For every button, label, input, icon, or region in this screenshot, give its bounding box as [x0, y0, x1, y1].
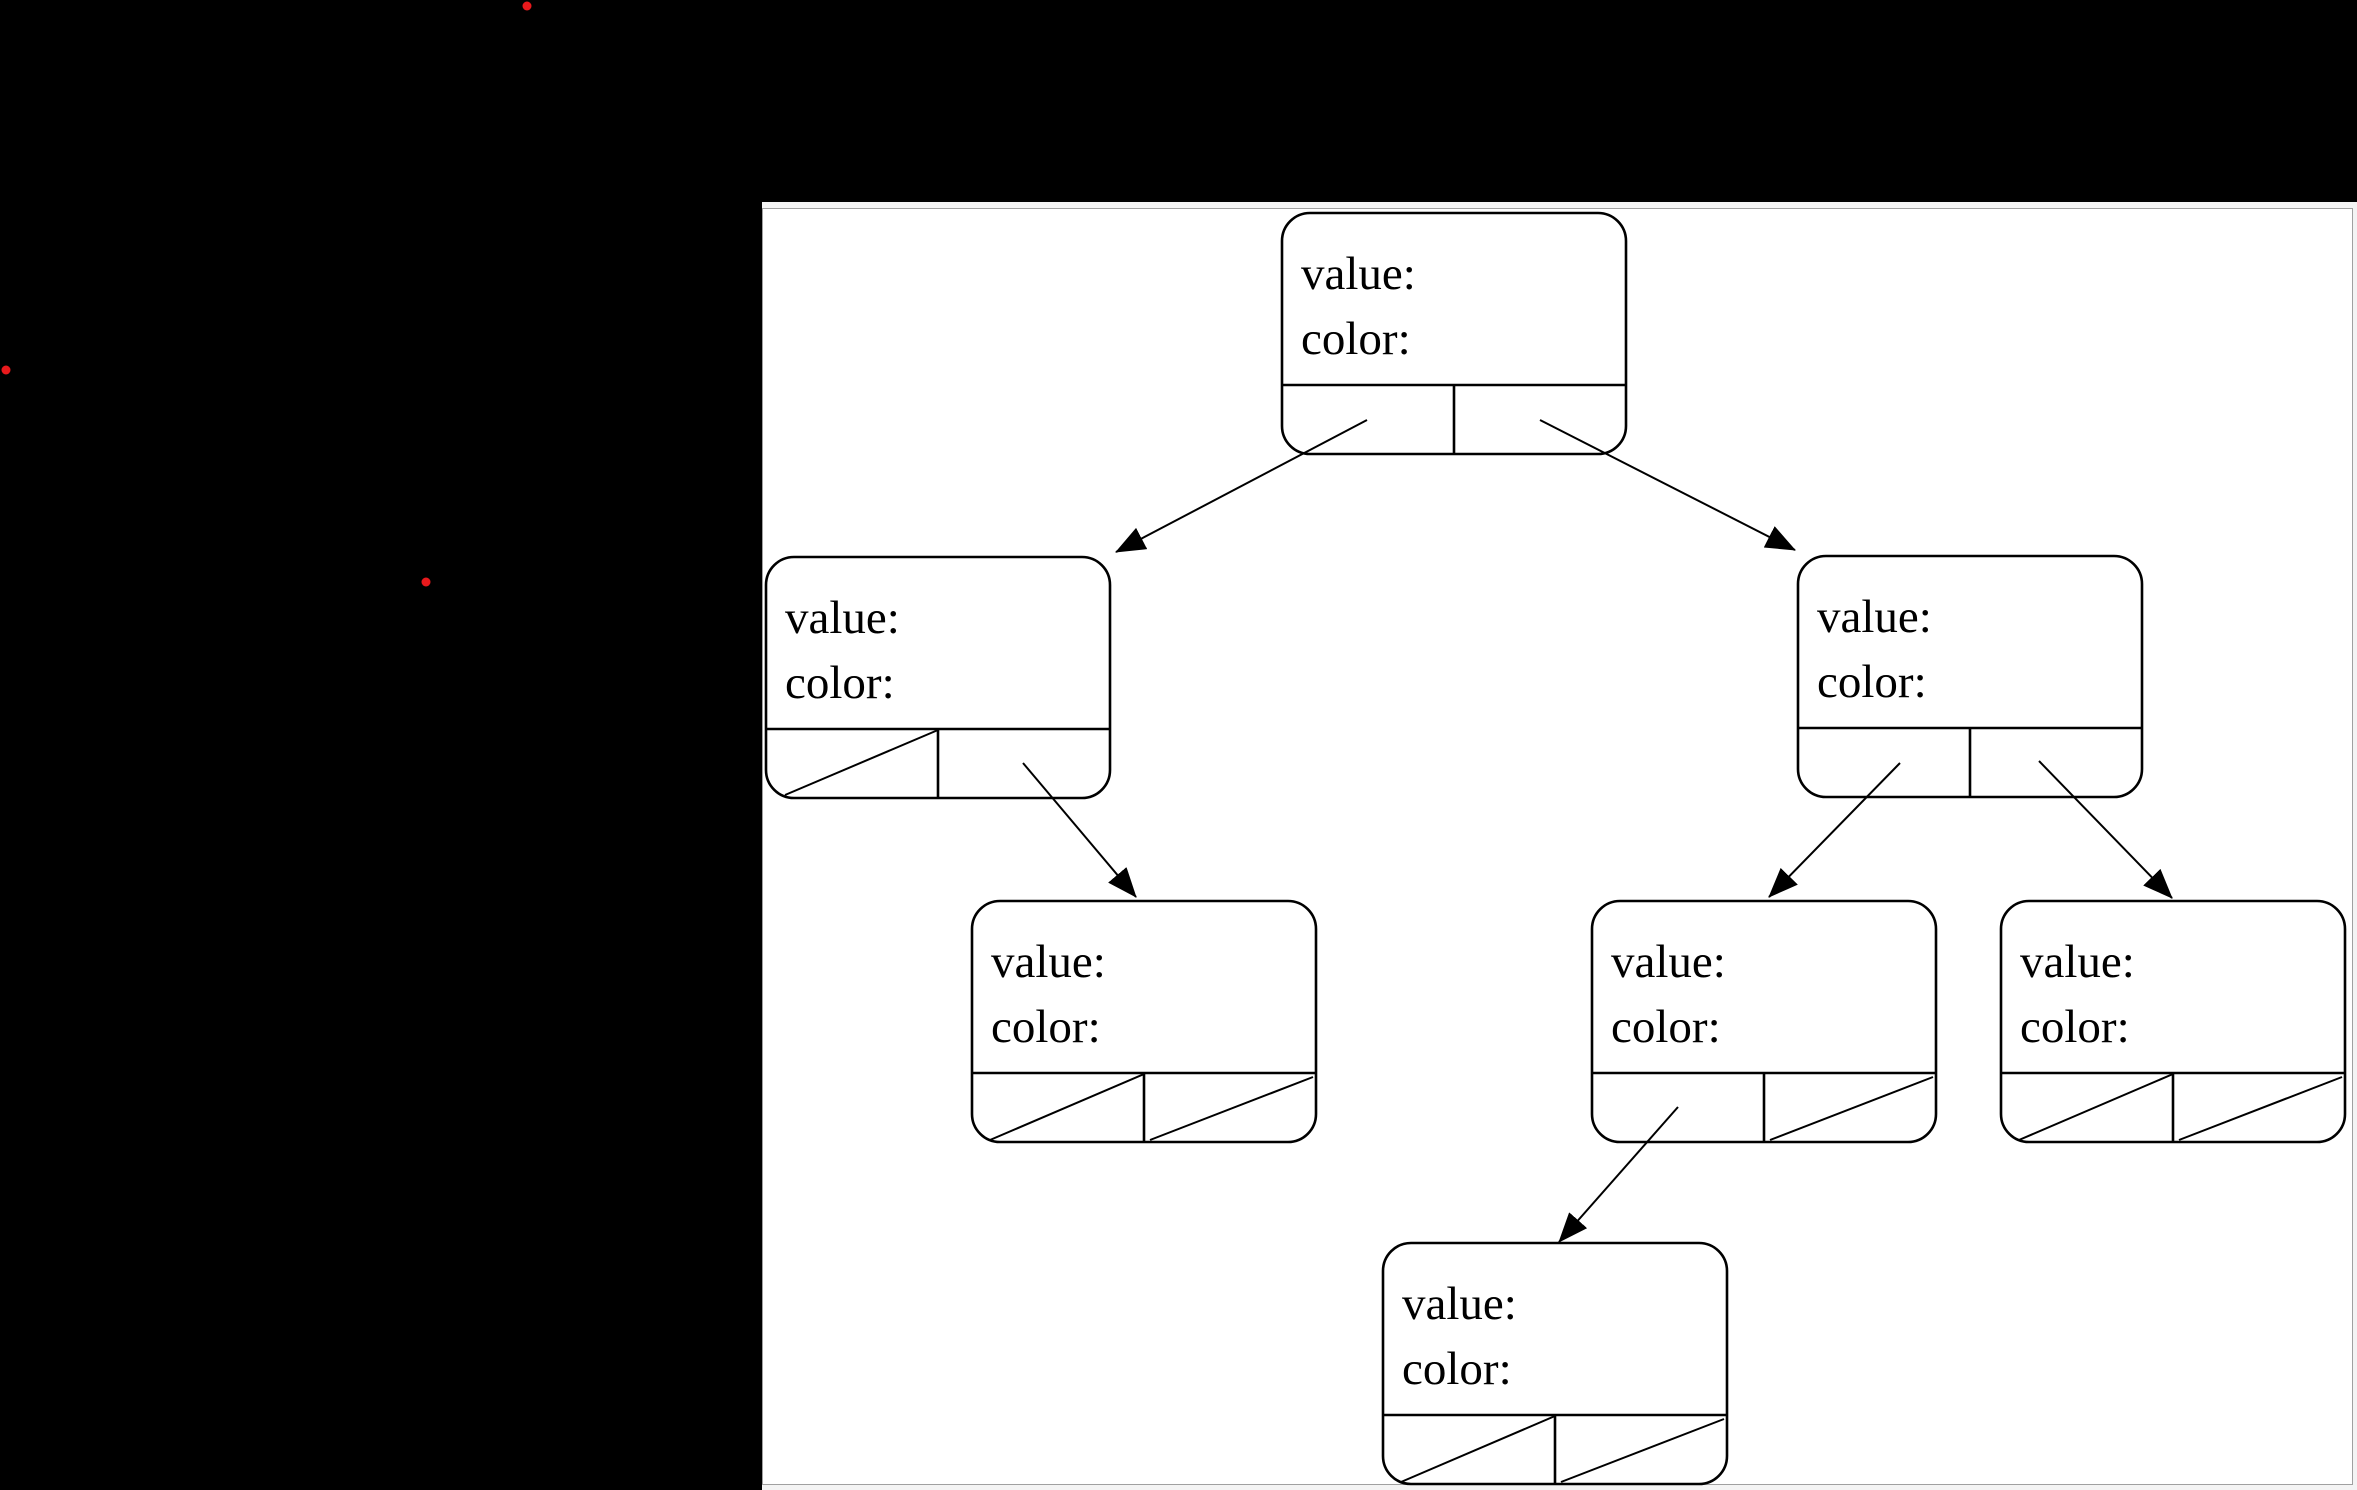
viewer-window-frame — [762, 202, 2357, 1490]
red-annotation-dot — [522, 1, 532, 11]
red-annotation-dot — [1, 365, 11, 375]
red-annotation-dot — [421, 577, 431, 587]
document-page — [762, 208, 2353, 1485]
